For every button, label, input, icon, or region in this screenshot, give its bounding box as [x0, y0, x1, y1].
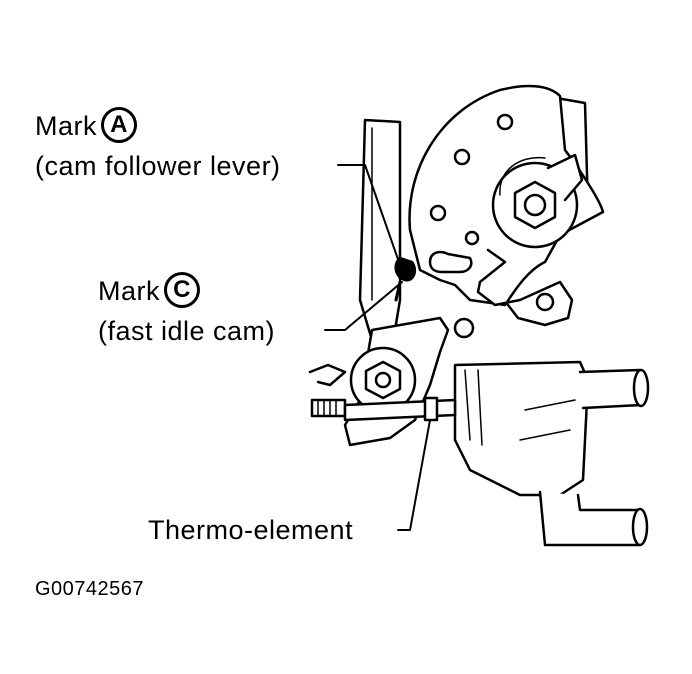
lower-pipe: [538, 490, 642, 547]
upper-pipe: [578, 368, 644, 410]
figure-code: G00742567: [35, 578, 145, 600]
mark-a-circled-letter: A: [101, 107, 137, 143]
mark-a-word: Mark: [35, 111, 97, 142]
thermo-element-label: Thermo-element: [148, 515, 354, 545]
leader-mark-a: [337, 164, 401, 266]
plate-hole: [496, 113, 514, 131]
mark-c-description: (fast idle cam): [98, 316, 276, 346]
mark-c-word: Mark: [98, 276, 160, 307]
mark-c-circled-letter: C: [164, 272, 200, 308]
mounting-plate: [358, 118, 402, 342]
thermo-plunger: [423, 396, 439, 422]
plate-hole: [453, 148, 471, 166]
mark-a-description: (cam follower lever): [35, 151, 281, 181]
plate-hole: [464, 230, 480, 246]
leader-mark-c: [324, 281, 403, 331]
plate-hole: [429, 204, 447, 222]
leader-thermo: [397, 419, 431, 531]
adjust-screw: [310, 398, 347, 418]
thermo-body: [453, 360, 590, 497]
